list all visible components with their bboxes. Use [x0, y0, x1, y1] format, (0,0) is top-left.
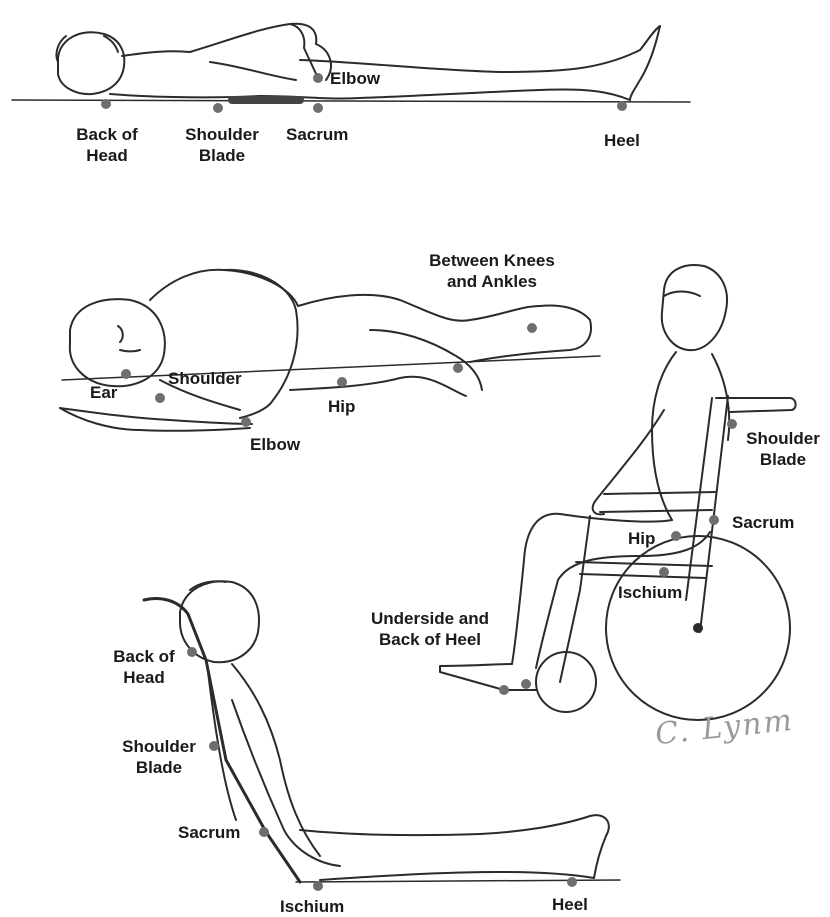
- label-wheelchair-hip: Hip: [628, 528, 655, 549]
- supine-heel-dot: [617, 101, 627, 111]
- wheelchair-heel-underside-dot: [499, 685, 509, 695]
- label-sitting-sacrum: Sacrum: [178, 822, 240, 843]
- label-sitting-ischium: Ischium: [280, 896, 344, 917]
- sitting-shoulder-blade-dot: [209, 741, 219, 751]
- label-side-ear: Ear: [90, 382, 117, 403]
- wheelchair-hip-dot: [671, 531, 681, 541]
- side-ear-dot: [121, 369, 131, 379]
- supine-shoulder-blade-dot: [213, 103, 223, 113]
- label-sitting-shoulder-blade: Shoulder Blade: [110, 736, 208, 778]
- label-supine-sacrum: Sacrum: [286, 124, 348, 145]
- wheelchair-shoulder-blade-dot: [727, 419, 737, 429]
- label-supine-elbow: Elbow: [330, 68, 380, 89]
- label-wheelchair-ischium: Ischium: [618, 582, 682, 603]
- label-sitting-back-of-head: Back of Head: [102, 646, 186, 688]
- side-shoulder-dot: [155, 393, 165, 403]
- label-wheelchair-heel: Underside and Back of Heel: [352, 608, 508, 650]
- supine-sacrum-dot: [313, 103, 323, 113]
- label-wheelchair-shoulder-blade: Shoulder Blade: [738, 428, 828, 470]
- label-supine-shoulder-blade: Shoulder Blade: [172, 124, 272, 166]
- supine-figure: [12, 24, 690, 104]
- side-hip-dot: [337, 377, 347, 387]
- side-elbow-dot: [241, 417, 251, 427]
- label-side-shoulder: Shoulder: [168, 368, 242, 389]
- supine-back-of-head-dot: [101, 99, 111, 109]
- label-side-between-knees-ankles: Between Knees and Ankles: [410, 250, 574, 292]
- label-wheelchair-sacrum: Sacrum: [732, 512, 794, 533]
- side-knee-dot: [527, 323, 537, 333]
- label-supine-back-of-head: Back of Head: [62, 124, 152, 166]
- wheelchair-figure: [440, 265, 796, 720]
- label-supine-heel: Heel: [604, 130, 640, 151]
- side-ankle-dot: [453, 363, 463, 373]
- wheelchair-heel-back-dot: [521, 679, 531, 689]
- supine-elbow-dot: [313, 73, 323, 83]
- wheelchair-ischium-dot: [659, 567, 669, 577]
- label-side-hip: Hip: [328, 396, 355, 417]
- sitting-sacrum-dot: [259, 827, 269, 837]
- sitting-ischium-dot: [313, 881, 323, 891]
- label-sitting-heel: Heel: [552, 894, 588, 915]
- sitting-back-of-head-dot: [187, 647, 197, 657]
- wheelchair-sacrum-dot: [709, 515, 719, 525]
- label-side-elbow: Elbow: [250, 434, 300, 455]
- sitting-heel-dot: [567, 877, 577, 887]
